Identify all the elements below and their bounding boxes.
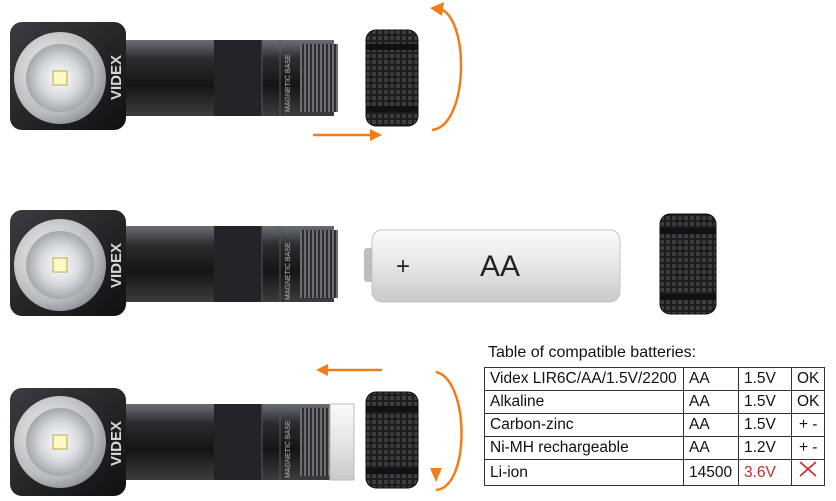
table-row: Carbon-zinc AA 1.5V + - [484, 413, 826, 437]
arrow-head [430, 468, 442, 482]
flashlight-grip [214, 226, 262, 302]
compatibility-status: + - [790, 436, 826, 460]
engraving-text: MAGNETIC BASE [285, 242, 292, 300]
flashlight-row-1: VIDEX MAGNETIC BASE [10, 2, 463, 141]
table-row: Ni-MH rechargeable AA 1.2V + - [484, 436, 826, 460]
battery-name: Alkaline [484, 390, 684, 414]
flashlight-row-2: VIDEX MAGNETIC BASE + AA [10, 210, 717, 316]
tail-cap [659, 213, 717, 315]
battery-voltage: 1.5V [738, 367, 792, 391]
led-emitter [52, 434, 68, 450]
compatibility-status: + - [790, 413, 826, 437]
battery-voltage: 1.5V [738, 413, 792, 437]
table-title: Table of compatible batteries: [488, 344, 697, 361]
incompatible-cross [799, 461, 817, 477]
aa-battery [371, 229, 621, 303]
compatible-batteries-table: Videx LIR6C/AA/1.5V/2200 AA 1.5V OK Alka… [484, 367, 826, 486]
battery-size: AA [683, 413, 739, 437]
flashlight-row-3: VIDEX MAGNETIC BASE [10, 364, 463, 496]
led-emitter [52, 70, 68, 86]
body-thread [300, 230, 338, 298]
brand-logo: VIDEX [108, 421, 125, 466]
battery-size: 14500 [683, 459, 739, 486]
battery-size: AA [683, 436, 739, 460]
flashlight-grip [214, 40, 262, 116]
table-row: Alkaline AA 1.5V OK [484, 390, 826, 414]
battery-name: Carbon-zinc [484, 413, 684, 437]
battery-size: AA [683, 367, 739, 391]
battery-name: Videx LIR6C/AA/1.5V/2200 [484, 367, 684, 391]
engraving-text: MAGNETIC BASE [285, 54, 292, 112]
table-row: Li-ion 14500 3.6V [484, 459, 826, 486]
battery-voltage: 1.2V [738, 436, 792, 460]
table-row: Videx LIR6C/AA/1.5V/2200 AA 1.5V OK [484, 367, 826, 391]
rotation-arrow [435, 370, 463, 492]
battery-name: Ni-MH rechargeable [484, 436, 684, 460]
cross-icon [790, 459, 826, 486]
engraving-text: MAGNETIC BASE [285, 420, 292, 478]
tail-cap [365, 391, 419, 489]
battery-polarity: + [396, 253, 410, 280]
inserted-battery [329, 403, 355, 481]
battery-name: Li-ion [484, 459, 684, 486]
compatibility-status: OK [790, 367, 826, 391]
battery-voltage: 3.6V [738, 459, 792, 486]
battery-label: AA [480, 250, 520, 283]
brand-logo: VIDEX [108, 243, 125, 288]
led-emitter [52, 257, 68, 273]
battery-size: AA [683, 390, 739, 414]
body-thread [300, 44, 338, 112]
rotation-arrow [431, 6, 463, 132]
body-thread [300, 408, 330, 476]
arrow-head [430, 2, 444, 16]
brand-logo: VIDEX [108, 55, 125, 100]
battery-voltage: 1.5V [738, 390, 792, 414]
tail-cap [365, 29, 419, 127]
compatibility-status: OK [790, 390, 826, 414]
flashlight-grip [214, 404, 262, 480]
